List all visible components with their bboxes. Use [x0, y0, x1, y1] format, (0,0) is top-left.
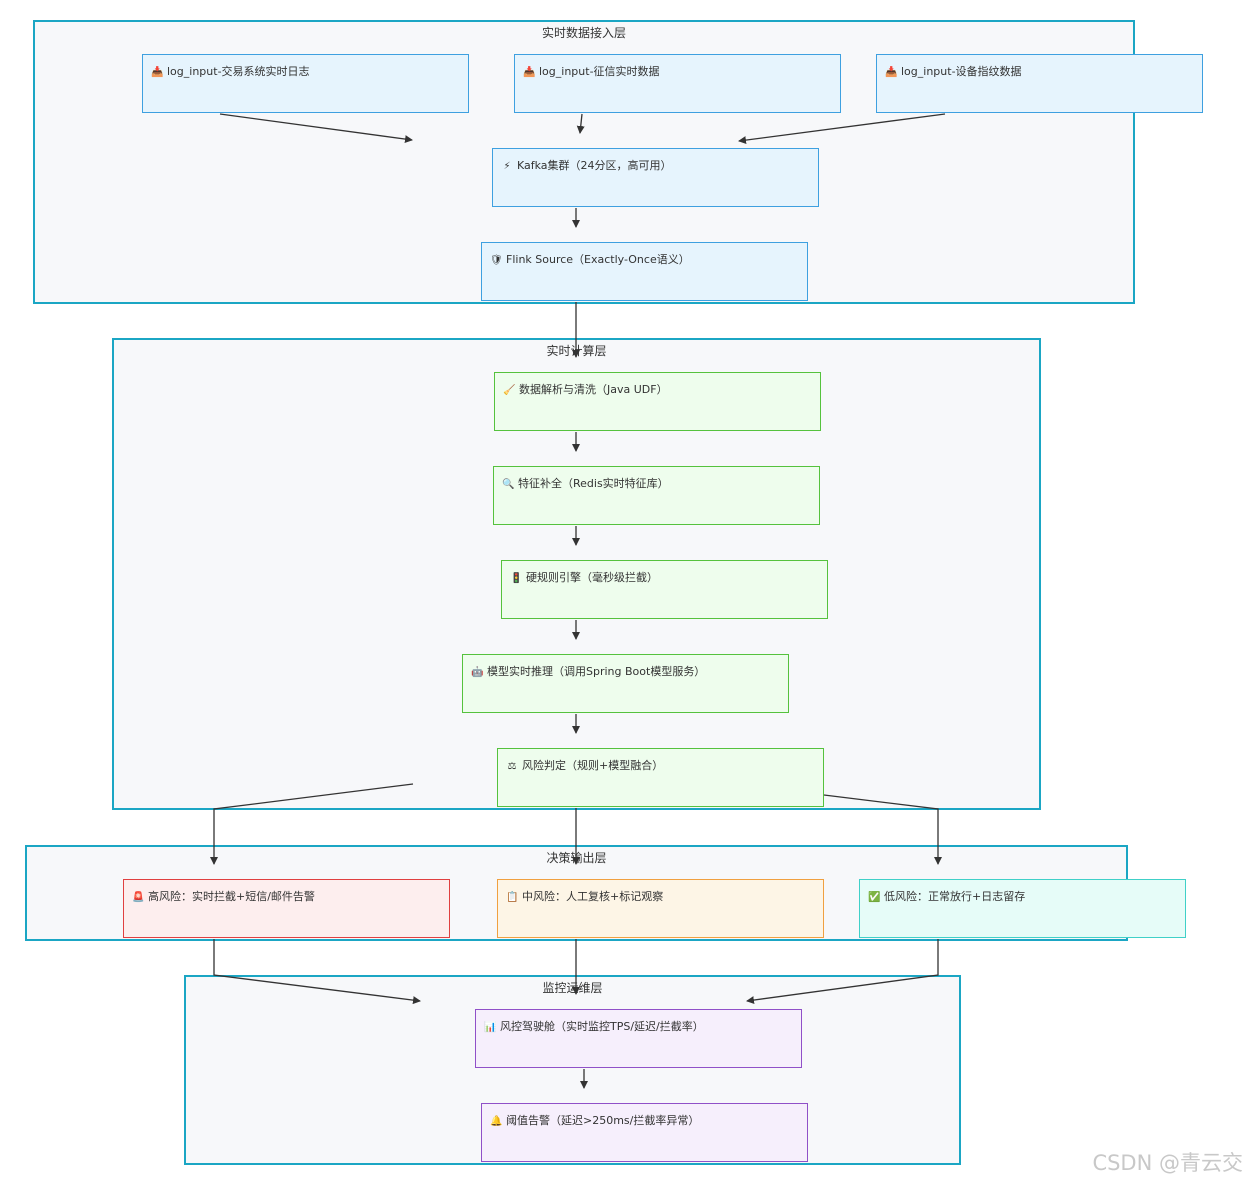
- watermark: CSDN @青云交: [1092, 1151, 1243, 1175]
- edge-judge-low: [823, 794, 942, 865]
- node-label: log_input-征信实时数据: [539, 65, 660, 78]
- bar-chart-icon: 📊: [484, 1022, 497, 1033]
- edge-device-kafka: [738, 113, 946, 145]
- scales-icon: ⚖: [507, 761, 517, 772]
- node-low-risk[interactable]: ✅低风险：正常放行+日志留存: [859, 879, 1186, 938]
- node-log-trade[interactable]: 📥log_input-交易系统实时日志: [142, 54, 469, 113]
- traffic-light-icon: 🚦: [510, 573, 523, 584]
- node-cockpit[interactable]: 📊风控驾驶舱（实时监控TPS/延迟/拦截率）: [475, 1009, 802, 1068]
- node-label: 中风险：人工复核+标记观察: [522, 890, 664, 903]
- inbox-tray-icon: 📥: [523, 67, 536, 78]
- node-label: 特征补全（Redis实时特征库）: [518, 477, 669, 490]
- node-log-credit[interactable]: 📥log_input-征信实时数据: [514, 54, 841, 113]
- node-alert[interactable]: 🔔阈值告警（延迟>250ms/拦截率异常）: [481, 1103, 808, 1162]
- node-label: 低风险：正常放行+日志留存: [884, 890, 1026, 903]
- edge-trade-kafka: [219, 113, 413, 144]
- node-model[interactable]: 🤖模型实时推理（调用Spring Boot模型服务）: [462, 654, 789, 713]
- node-label: 模型实时推理（调用Spring Boot模型服务）: [487, 665, 706, 678]
- check-mark-icon: ✅: [868, 892, 881, 903]
- shield-icon: 🛡: [490, 255, 503, 266]
- node-label: log_input-设备指纹数据: [901, 65, 1022, 78]
- node-label: 阈值告警（延迟>250ms/拦截率异常）: [506, 1114, 700, 1127]
- node-label: 高风险：实时拦截+短信/邮件告警: [148, 890, 315, 903]
- layer-title-ingest: 实时数据接入层: [541, 26, 626, 40]
- node-mid-risk[interactable]: 📋中风险：人工复核+标记观察: [497, 879, 824, 938]
- edge-judge-high: [210, 783, 414, 865]
- edge-credit-kafka: [576, 113, 585, 134]
- edge-high-cockpit: [213, 939, 421, 1005]
- edge-low-cockpit: [746, 939, 939, 1005]
- siren-icon: 🚨: [132, 892, 145, 903]
- node-log-device[interactable]: 📥log_input-设备指纹数据: [876, 54, 1203, 113]
- inbox-tray-icon: 📥: [885, 67, 898, 78]
- node-label: log_input-交易系统实时日志: [167, 65, 310, 78]
- node-flink-source[interactable]: 🛡Flink Source（Exactly-Once语义）: [481, 242, 808, 301]
- node-parse[interactable]: 🧹数据解析与清洗（Java UDF）: [494, 372, 821, 431]
- node-label: Kafka集群（24分区，高可用）: [517, 159, 672, 172]
- node-rule-engine[interactable]: 🚦硬规则引擎（毫秒级拦截）: [501, 560, 828, 619]
- node-label: 风险判定（规则+模型融合）: [522, 759, 664, 772]
- inbox-tray-icon: 📥: [151, 67, 164, 78]
- node-label: 数据解析与清洗（Java UDF）: [519, 383, 668, 396]
- clipboard-icon: 📋: [506, 892, 519, 903]
- node-judge[interactable]: ⚖ 风险判定（规则+模型融合）: [497, 748, 824, 807]
- node-label: 硬规则引擎（毫秒级拦截）: [526, 571, 658, 584]
- broom-icon: 🧹: [503, 385, 516, 396]
- magnifier-icon: 🔍: [502, 479, 515, 490]
- node-label: 风控驾驶舱（实时监控TPS/延迟/拦截率）: [500, 1020, 704, 1033]
- node-label: Flink Source（Exactly-Once语义）: [506, 253, 690, 266]
- node-feature[interactable]: 🔍特征补全（Redis实时特征库）: [493, 466, 820, 525]
- bell-icon: 🔔: [490, 1116, 503, 1127]
- node-kafka[interactable]: ⚡ Kafka集群（24分区，高可用）: [492, 148, 819, 207]
- lightning-icon: ⚡: [503, 161, 511, 172]
- robot-icon: 🤖: [471, 667, 484, 678]
- node-high-risk[interactable]: 🚨高风险：实时拦截+短信/邮件告警: [123, 879, 450, 938]
